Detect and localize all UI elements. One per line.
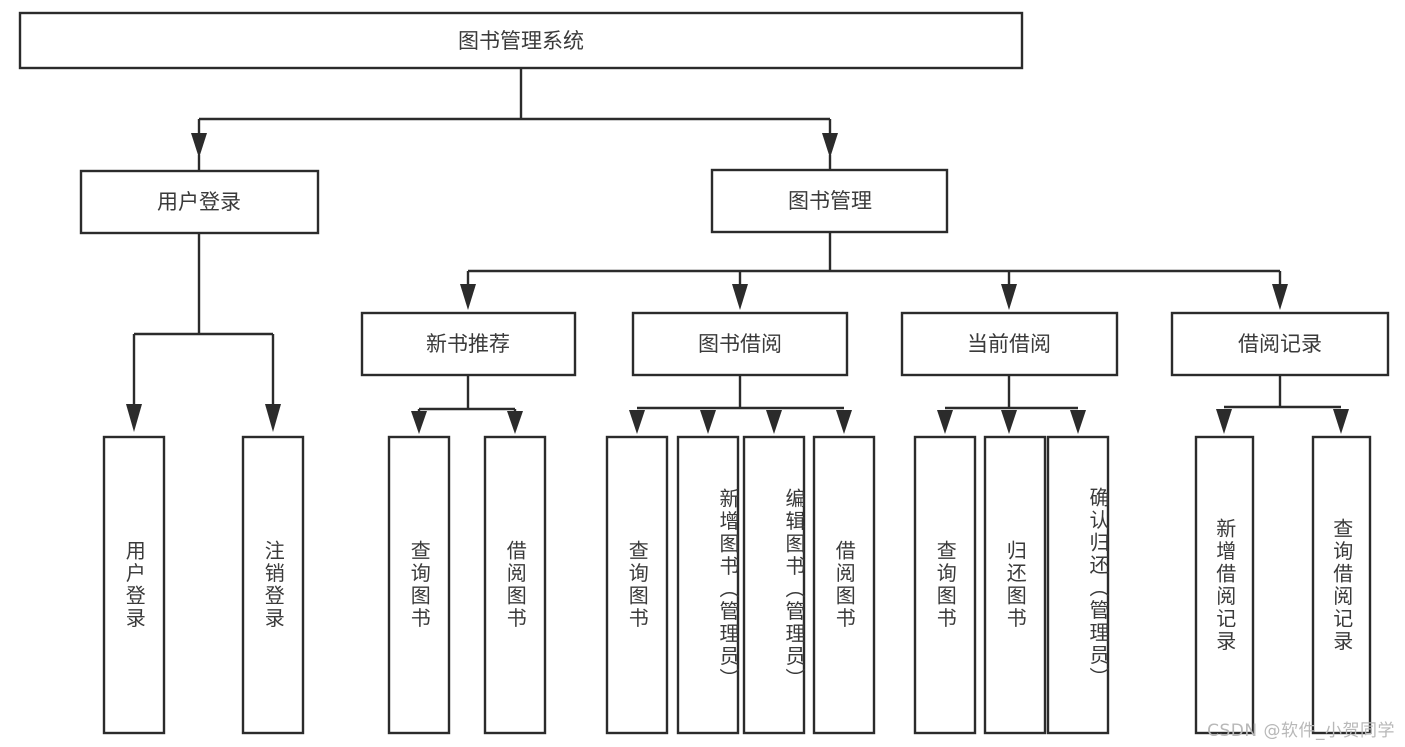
nodes-layer: 图书管理系统 用户登录 图书管理 新书推荐 图书借阅 当前借阅 借阅记录	[18, 11, 1390, 735]
node-box-leaf-book-borrow-3[interactable]	[742, 435, 806, 735]
node-box-leaf-book-borrow-2[interactable]	[676, 435, 740, 735]
arrow-user-login-leaf2	[265, 404, 281, 432]
node-label-root: 图书管理系统	[458, 29, 584, 53]
node-box-leaf-user-login-2[interactable]	[241, 435, 305, 735]
node-box-leaf-borrow-record-2[interactable]	[1311, 435, 1372, 735]
node-box-leaf-new-book-1[interactable]	[387, 435, 451, 735]
arrow-to-new-book	[460, 284, 476, 310]
arrow-to-current-borrow	[1001, 284, 1017, 310]
node-label-new-book-recommend: 新书推荐	[426, 332, 510, 356]
arrow-new-book-leaf2	[507, 411, 523, 434]
node-label-book-borrow: 图书借阅	[698, 332, 782, 356]
node-box-leaf-user-login-1[interactable]	[102, 435, 166, 735]
arrow-book-borrow-leaf4	[836, 410, 852, 434]
arrow-book-borrow-leaf2	[700, 410, 716, 434]
node-label-current-borrow: 当前借阅	[967, 332, 1051, 356]
node-box-book-borrow[interactable]	[631, 311, 849, 377]
node-box-leaf-current-borrow-3[interactable]	[1046, 435, 1110, 735]
arrow-user-login-leaf1	[126, 404, 142, 432]
arrow-to-user-login	[191, 133, 207, 158]
arrow-borrow-record-leaf1	[1216, 409, 1232, 434]
arrow-new-book-leaf1	[411, 411, 427, 434]
node-label-borrow-record: 借阅记录	[1238, 332, 1322, 356]
arrow-to-borrow-record	[1272, 284, 1288, 310]
arrow-book-borrow-leaf3	[766, 410, 782, 434]
node-label-user-login: 用户登录	[157, 190, 241, 214]
node-box-current-borrow[interactable]	[900, 311, 1119, 377]
node-box-borrow-record[interactable]	[1170, 311, 1390, 377]
node-label-book-manage: 图书管理	[788, 189, 872, 213]
node-box-leaf-new-book-2[interactable]	[483, 435, 547, 735]
node-box-book-manage[interactable]	[710, 168, 949, 234]
arrow-current-borrow-leaf2	[1001, 410, 1017, 434]
arrow-book-borrow-leaf1	[629, 410, 645, 434]
connectors-layer	[126, 68, 1349, 434]
node-box-leaf-current-borrow-2[interactable]	[983, 435, 1047, 735]
node-box-leaf-book-borrow-1[interactable]	[605, 435, 669, 735]
arrow-to-book-borrow	[732, 284, 748, 310]
node-box-leaf-book-borrow-4[interactable]	[812, 435, 876, 735]
node-box-user-login[interactable]	[79, 169, 320, 235]
csdn-watermark: CSDN @软件_小贺同学	[1207, 721, 1395, 741]
node-box-leaf-current-borrow-1[interactable]	[913, 435, 977, 735]
node-box-root[interactable]	[18, 11, 1024, 70]
node-box-leaf-borrow-record-1[interactable]	[1194, 435, 1255, 735]
arrow-borrow-record-leaf2	[1333, 409, 1349, 434]
arrow-current-borrow-leaf3	[1070, 410, 1086, 434]
arrow-to-book-manage	[822, 133, 838, 158]
arrow-current-borrow-leaf1	[937, 410, 953, 434]
node-box-new-book-recommend[interactable]	[360, 311, 577, 377]
